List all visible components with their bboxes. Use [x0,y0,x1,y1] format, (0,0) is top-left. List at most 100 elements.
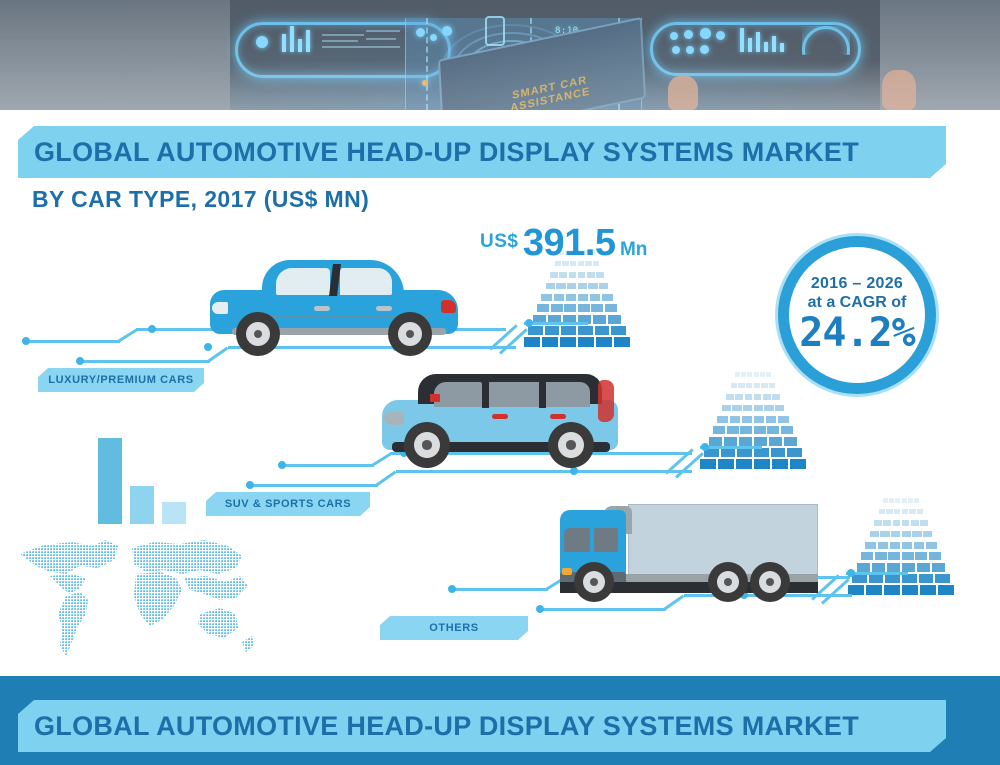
hud-grid-suv [700,372,806,470]
sedan-side-skirt [232,328,446,335]
category-chip-luxury[interactable]: LUXURY/PREMIUM CARS [38,368,204,392]
cagr-label: at a CAGR of [807,293,907,311]
hud-grid-cell [901,498,907,503]
hud-grid-cell [759,372,765,377]
hud-grid-cell [550,304,563,313]
hud-grid-cell [866,585,882,595]
hud-grid-cell [902,585,918,595]
hud-grid-cell [888,552,901,561]
hud-grid-cell [723,437,737,446]
trace-diagonal [820,578,850,605]
hud-grid-cell [753,404,763,412]
hud-grid-cell [918,574,934,584]
hud-grid-cell [541,293,552,301]
hud-grid-cell [753,437,768,446]
suv-front-wheel [404,422,450,468]
hud-grid-cell [592,260,600,267]
panel-text-line [322,34,364,36]
hud-grid-cell [885,574,900,584]
trace-segment [228,346,516,349]
hud-grid-cell [737,448,752,458]
suv-door-handle [550,414,566,419]
hero-overlay-veil [0,0,1000,110]
hud-grid-cell [935,574,950,584]
hud-grid-cell [901,508,909,515]
hud-grid-cell [738,382,745,389]
hud-grid-cell [901,552,914,561]
category-chip-suv[interactable]: SUV & SPORTS CARS [206,492,370,516]
panel-dot [684,30,693,39]
hud-grid-cell [595,271,604,278]
hud-grid-cell [708,437,722,446]
hud-grid-cell [869,530,880,538]
hud-grid-cell [611,326,626,336]
hud-grid-cell [768,382,776,389]
hud-grid-cell [589,250,596,255]
hud-grid-cell [761,382,768,389]
hud-grid-cell [588,282,598,290]
hud-grid-cell [571,250,577,255]
hud-grid-cell [598,282,609,290]
trace-node [246,481,254,489]
hud-grid-cell [562,260,569,267]
vehicle-suv [382,372,622,468]
trace-segment [26,340,120,343]
hud-grid-cell [922,530,933,538]
hud-grid-cell [919,519,928,526]
hud-grid-cell [865,541,876,549]
hud-grid-cell [784,437,798,446]
hud-grid-cell [743,404,753,412]
hud-grid-cell [883,519,892,526]
hud-grid-cell [901,563,916,572]
hud-grid-cell [562,315,577,324]
hud-grid-cell [564,304,577,313]
hud-grid-cell [772,459,788,469]
trace-segment [396,470,692,473]
trace-node [204,343,212,351]
equalizer-bar [290,26,294,52]
hud-grid-cell [568,271,577,278]
hand-left [668,76,698,110]
hud-grid-cell [561,326,576,336]
hud-grid-cell [753,382,761,389]
truck-chassis [560,582,818,593]
hud-grid-cell [524,337,540,347]
hud-grid-cell [720,448,736,458]
category-chip-others[interactable]: OTHERS [380,616,528,640]
hud-grid-cell [916,508,924,515]
panel-text-line [366,46,400,48]
hud-grid-cell [856,563,870,572]
hud-grid-cell [614,337,630,347]
hud-grid-cell [910,519,919,526]
hud-grid-cell [577,315,592,324]
hud-grid-cell [528,326,543,336]
hud-grid-cell [700,459,716,469]
equalizer-bar [298,39,302,52]
bar-2 [130,486,154,524]
hud-grid-cell [909,508,916,515]
suv-side-mirror [430,394,440,402]
trace-segment [390,452,692,455]
hud-grid-cell [753,415,765,423]
hud-grid-cell [754,448,769,458]
truck-front-wheel [574,562,614,602]
suv-door-handle [492,414,508,419]
play-icon [256,36,268,48]
hud-grid-cell [602,293,613,301]
hud-grid-cell [577,304,590,313]
category-chip-suv-label: SUV & SPORTS CARS [224,498,352,510]
hud-grid-cell [884,585,900,595]
hud-grid-cell [852,574,867,584]
hud-grid-cell [915,552,928,561]
trace-node [701,443,709,451]
hud-grid-cell [578,337,594,347]
hud-grid-cell [901,519,910,526]
hud-grid-cell [871,563,885,572]
hud-grid-cell [741,372,747,377]
hud-grid-cell [721,404,732,412]
truck-headlight [562,568,572,575]
equalizer-bar [306,30,310,52]
hud-grid-cell [901,541,913,549]
hud-grid-cell [591,304,604,313]
